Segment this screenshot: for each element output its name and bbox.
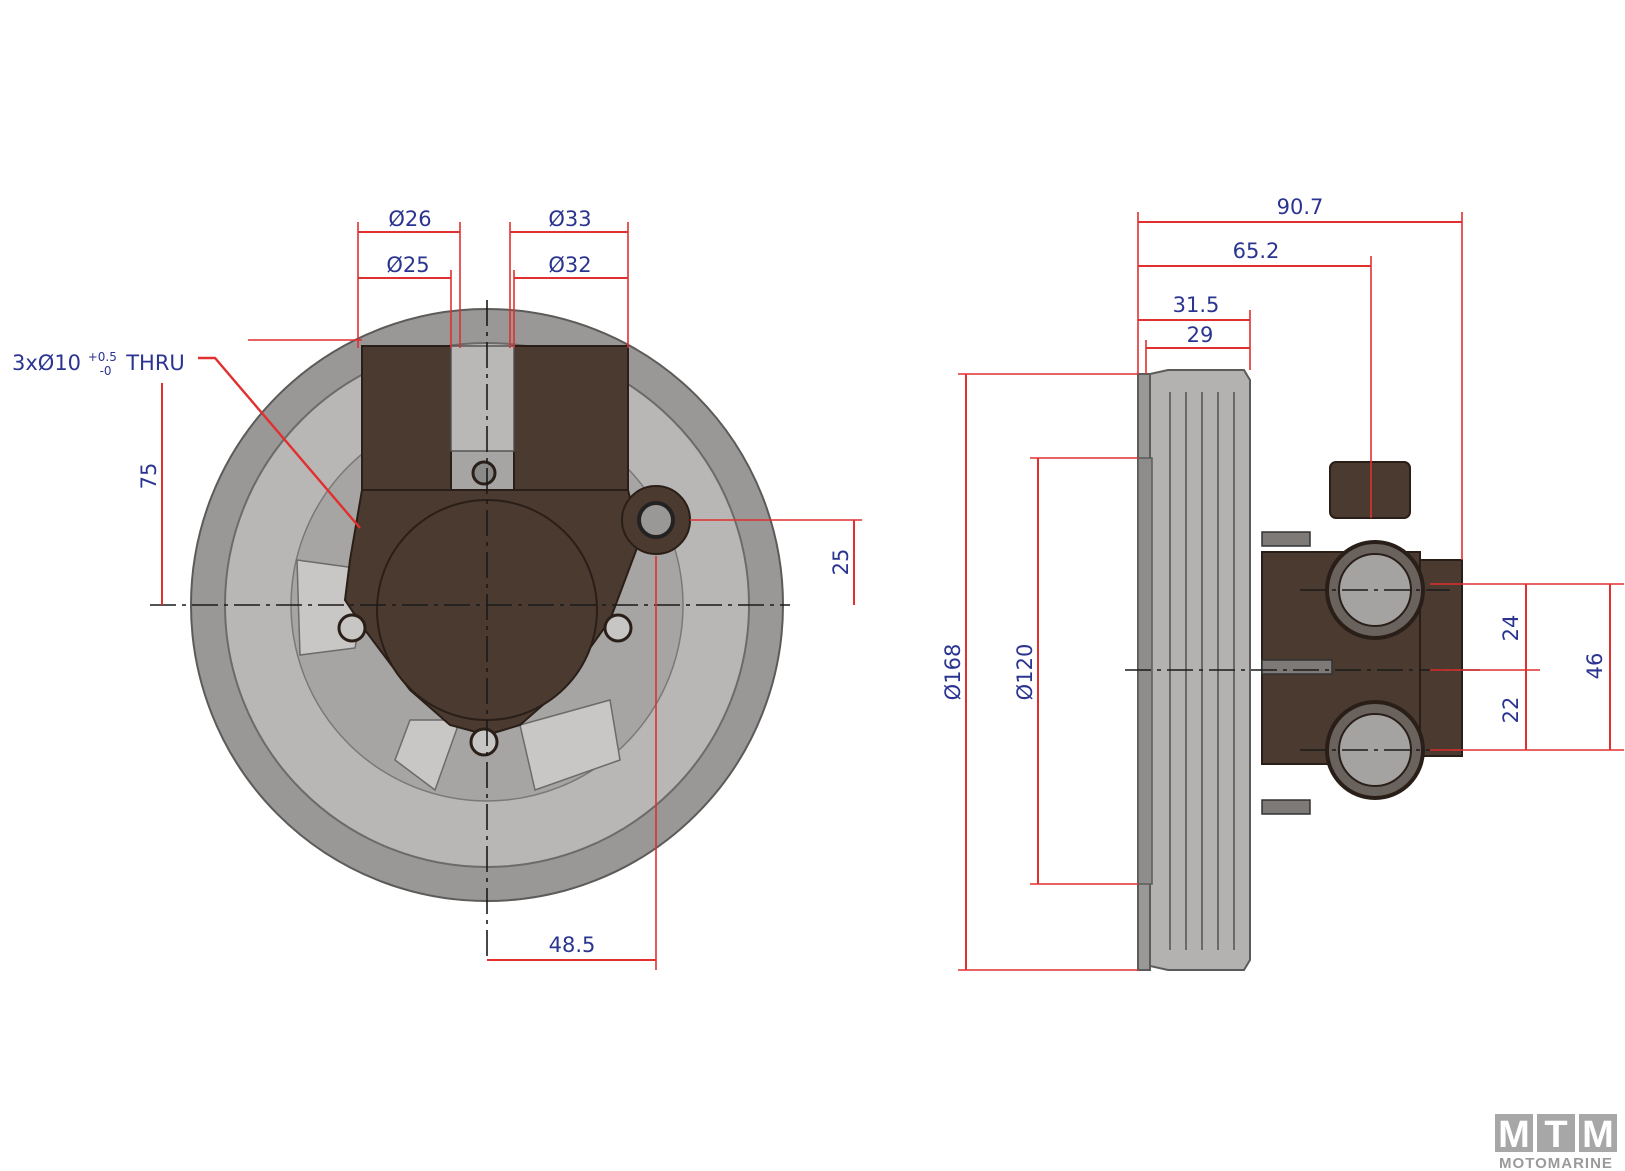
mounting-hole-bottom xyxy=(471,729,497,755)
logo-letter-3: M xyxy=(1582,1114,1614,1156)
logo-name: MOTOMARINE xyxy=(1499,1155,1613,1171)
label-offset-horizontal: 48.5 xyxy=(549,933,596,957)
hole-spec-suffix: THRU xyxy=(125,351,185,375)
mounting-hole-left xyxy=(339,615,365,641)
side-bolt-bottom xyxy=(1262,800,1310,814)
side-bolt-mid xyxy=(1262,660,1332,674)
label-length-31: 31.5 xyxy=(1173,293,1220,317)
label-length-29: 29 xyxy=(1187,323,1214,347)
label-port-upper: 24 xyxy=(1499,615,1523,642)
label-port-height: 75 xyxy=(137,463,161,490)
hole-spec-prefix: 3xØ10 xyxy=(12,351,81,375)
hole-spec-tol-lower: -0 xyxy=(100,364,112,378)
label-length-65: 65.2 xyxy=(1233,239,1280,263)
side-bolt-top xyxy=(1262,532,1310,546)
label-pulley-dia: Ø168 xyxy=(941,644,965,701)
brand-logo: M T M MOTOMARINE xyxy=(1495,1114,1617,1171)
mounting-hole-right xyxy=(605,615,631,641)
label-outlet-outer: Ø33 xyxy=(548,207,591,231)
bolt-boss-hole xyxy=(639,503,673,537)
outlet-port xyxy=(514,346,628,506)
side-view: 90.7 65.2 31.5 29 Ø168 Ø120 24 22 46 xyxy=(941,195,1624,970)
front-view: Ø26 Ø25 Ø33 Ø32 75 3xØ10 +0.5 -0 THRU 25… xyxy=(12,207,862,970)
port-top-side xyxy=(1330,462,1410,518)
label-hole-spec: 3xØ10 +0.5 -0 THRU xyxy=(12,342,185,380)
label-outlet-inner: Ø32 xyxy=(548,253,591,277)
label-offset-vertical: 25 xyxy=(829,549,853,576)
label-pulley-inner-dia: Ø120 xyxy=(1013,644,1037,701)
label-port-lower: 22 xyxy=(1499,697,1523,724)
label-inlet-inner: Ø25 xyxy=(386,253,429,277)
logo-letter-1: M xyxy=(1498,1114,1530,1156)
label-overall-length: 90.7 xyxy=(1277,195,1324,219)
mounting-hole-top xyxy=(473,462,495,484)
hole-spec-tol-upper: +0.5 xyxy=(88,350,117,364)
label-inlet-outer: Ø26 xyxy=(388,207,431,231)
label-port-spacing: 46 xyxy=(1583,653,1607,680)
logo-letter-2: T xyxy=(1544,1114,1567,1156)
pulley-hub-side xyxy=(1138,458,1152,884)
inlet-port xyxy=(362,346,451,506)
port-gap xyxy=(451,346,514,451)
